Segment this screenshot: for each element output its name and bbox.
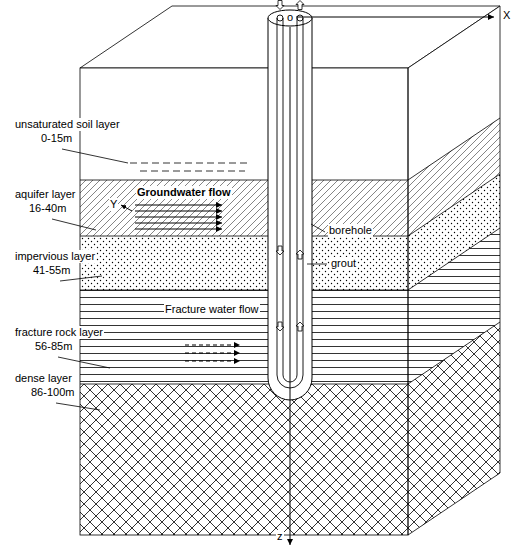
origin-label: o (286, 11, 294, 24)
dense-side (408, 322, 500, 535)
depth-range: 41-55m (32, 264, 71, 277)
fracture-water-arrow (185, 345, 240, 361)
unsaturated-dash (140, 171, 245, 172)
flow-label: Groundwater flow (136, 186, 232, 199)
flow-direction-arrow (276, 1, 284, 10)
unsaturated-dash (130, 163, 250, 171)
block-edge (408, 6, 500, 535)
flow-label: Fracture water flow (164, 303, 260, 316)
leader-line (62, 149, 128, 163)
axis-label: z (276, 530, 284, 543)
fracture-water-arrow (185, 361, 240, 362)
leader-line (52, 149, 327, 410)
axis-line (290, 17, 494, 545)
fracture-water-arrow (185, 345, 240, 346)
axis-label: Y (109, 198, 118, 211)
u-pipe (297, 15, 303, 21)
flow-direction-arrow (296, 250, 304, 259)
groundwater-arrow (121, 205, 132, 211)
flow-direction-arrow (296, 1, 304, 10)
axis-label: X (502, 9, 511, 22)
part-label: grout (330, 257, 357, 270)
leader-line (307, 264, 327, 265)
flow-direction-arrow (276, 322, 284, 331)
depth-range: 0-15m (40, 132, 73, 145)
leader-line (58, 357, 110, 368)
flow-direction-arrow (276, 246, 284, 255)
axis-line (290, 27, 291, 545)
depth-range: 86-100m (30, 386, 75, 399)
axis-line (296, 17, 494, 18)
impervious-band (80, 236, 408, 290)
depth-range: 56-85m (34, 340, 73, 353)
layer-label: aquifer layer (14, 188, 77, 201)
depth-range: 16-40m (28, 202, 67, 215)
leader-line (311, 224, 325, 232)
leader-line (52, 219, 96, 230)
u-pipe (277, 15, 283, 21)
groundwater-arrow (135, 229, 222, 230)
unsaturated-dash (130, 163, 250, 164)
layer-label: dense layer (14, 372, 73, 385)
groundwater-arrow (135, 217, 222, 218)
dense-band (80, 384, 408, 535)
groundwater-arrow (121, 205, 222, 229)
block-edge (80, 68, 408, 535)
groundwater-arrow (135, 205, 222, 206)
groundwater-arrow (135, 211, 222, 212)
fracture-band (80, 290, 408, 384)
aquifer-band (80, 180, 408, 236)
groundwater-arrow (135, 223, 222, 224)
borehole-cylinder (268, 10, 312, 26)
layer-label: unsaturated soil layer (14, 118, 121, 131)
fracture-water-arrow (185, 353, 240, 354)
layer-label: impervious layer (14, 250, 96, 263)
leader-line (56, 403, 100, 410)
part-label: borehole (328, 224, 373, 237)
layer-label: fracture rock layer (14, 326, 104, 339)
flow-direction-arrow (296, 322, 304, 331)
unsaturated-band (80, 68, 408, 180)
